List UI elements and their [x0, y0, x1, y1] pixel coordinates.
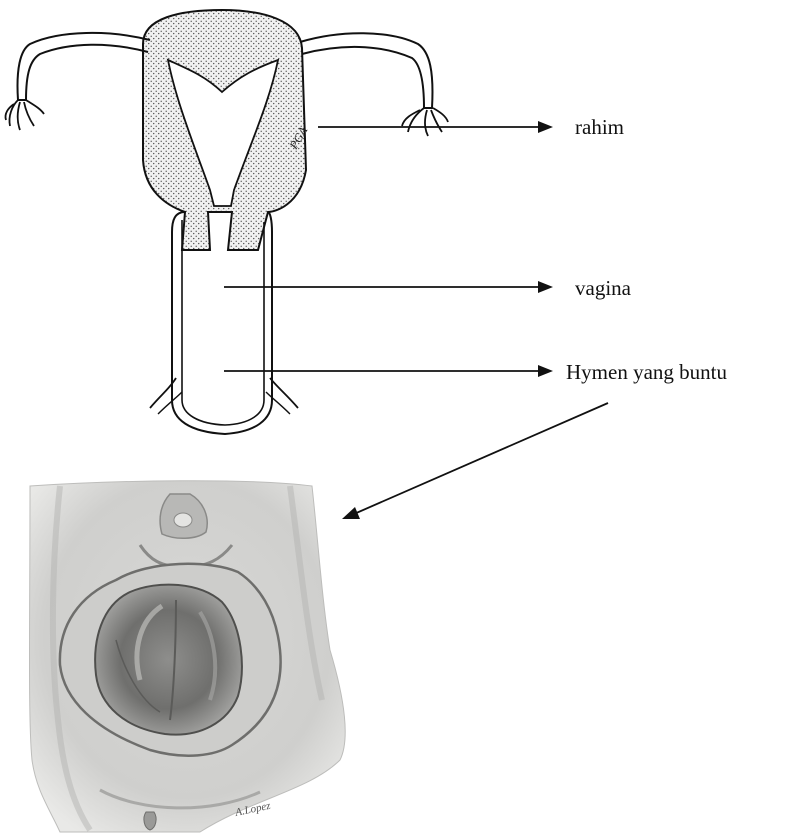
label-hymen: Hymen yang buntu — [566, 362, 727, 383]
label-vagina: vagina — [575, 278, 631, 299]
right-fallopian-tube — [300, 33, 432, 108]
right-fimbriae — [402, 108, 448, 136]
labia-right — [270, 378, 298, 408]
arrow-rahim — [318, 121, 553, 133]
arrow-vagina — [224, 281, 553, 293]
label-rahim: rahim — [575, 117, 624, 138]
left-fimbriae — [5, 100, 44, 130]
arrow-to-photo — [342, 403, 608, 519]
arrow-hymen — [224, 365, 553, 377]
anus — [144, 812, 156, 830]
imperforate-hymen — [95, 585, 242, 735]
left-fallopian-tube — [18, 33, 151, 100]
hymen-illustration: A.Lopez — [30, 481, 346, 832]
